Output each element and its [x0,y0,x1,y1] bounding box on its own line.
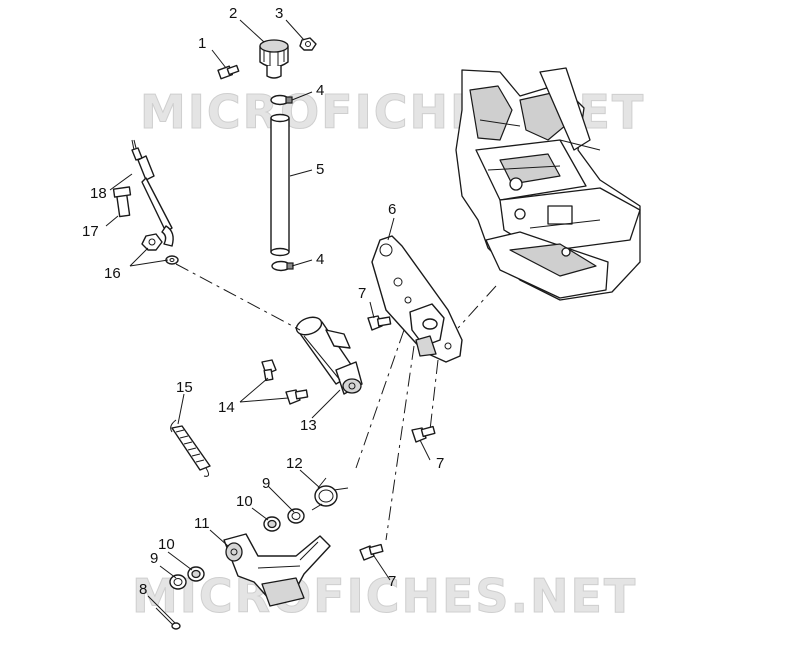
callout-2: 2 [229,5,237,22]
callout-7-upper: 7 [358,285,366,302]
brake-pedal-11 [223,533,331,607]
torsion-spring-12 [311,477,349,511]
master-cylinder-13 [295,316,363,395]
washer-9-lower [169,574,187,590]
cotter-pin-8 [155,605,181,630]
callout-10-upper: 10 [236,493,253,510]
callout-4-top: 4 [316,82,324,99]
callout-1: 1 [198,35,206,52]
bolt-14-upper [261,359,277,382]
vehicle-frame [455,67,641,301]
callout-10-lower: 10 [158,536,175,553]
bolt-7-lower [359,543,384,561]
hose-clamp-bottom [271,260,294,272]
hose-clamp-top [270,94,293,106]
bolt-7-middle [411,425,436,443]
callout-labels: 1 2 3 4 5 4 6 7 7 7 8 9 10 9 10 11 12 13… [82,5,444,598]
callout-8: 8 [139,581,147,598]
leader-lines [105,19,431,609]
nut-3 [299,37,317,51]
bolt-17 [112,186,132,218]
bolt-1 [217,64,240,80]
spring-15 [170,419,211,477]
callout-7-lower: 7 [388,573,396,590]
callout-16: 16 [104,265,121,282]
callout-5: 5 [316,161,324,178]
reservoir-cap [259,39,289,79]
watermark-bottom: MICROFICHES.NET [132,569,637,623]
callout-18: 18 [90,185,107,202]
callout-3: 3 [275,5,283,22]
bushing-10-upper [263,516,281,532]
washer-9-upper [287,508,305,524]
callout-6: 6 [388,201,396,218]
callout-15: 15 [176,379,193,396]
nut-16-upper [141,233,163,251]
hose-5 [270,113,290,257]
callout-11: 11 [194,515,210,532]
callout-7-middle: 7 [436,455,444,472]
assembly-lines [175,263,497,541]
callout-4-bottom: 4 [316,251,324,268]
bushing-10-lower [187,566,205,582]
callout-12: 12 [286,455,303,472]
brake-switch-18 [131,139,174,247]
callout-9-lower: 9 [150,550,158,567]
bolt-14-lower [285,389,309,405]
bracket-6 [371,235,463,363]
callout-9-upper: 9 [262,475,270,492]
callout-17: 17 [82,223,99,240]
callout-14: 14 [218,399,235,416]
bolt-7-upper [367,315,392,331]
callout-13: 13 [300,417,317,434]
